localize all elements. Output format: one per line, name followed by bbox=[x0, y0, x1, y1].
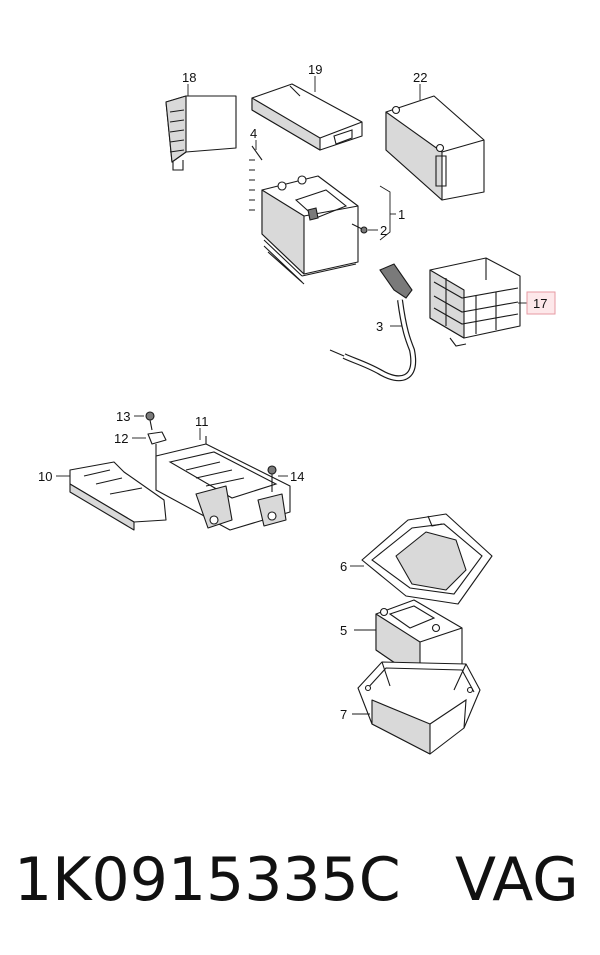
callout-19: 19 bbox=[308, 62, 322, 77]
part-10-trim-panel bbox=[69, 461, 167, 531]
brand-label: VAG bbox=[455, 845, 579, 915]
callout-1: 1 bbox=[398, 207, 405, 222]
callout-10: 10 bbox=[38, 469, 52, 484]
part-6-gasket bbox=[361, 513, 493, 605]
callout-17: 17 bbox=[533, 296, 547, 311]
footer: 1K0915335C VAG bbox=[0, 835, 600, 925]
callout-17-highlight bbox=[526, 291, 556, 315]
callout-22: 22 bbox=[413, 70, 427, 85]
part-1-battery-assembly bbox=[261, 175, 359, 285]
callout-13: 13 bbox=[116, 409, 130, 424]
callout-4: 4 bbox=[250, 126, 257, 141]
part-7-battery-box bbox=[357, 661, 481, 755]
part-18-insulation-sleeve bbox=[165, 95, 237, 171]
callout-7: 7 bbox=[340, 707, 347, 722]
part-4-vent-hose bbox=[249, 145, 263, 228]
callout-5: 5 bbox=[340, 623, 347, 638]
part-2-bolt bbox=[351, 223, 368, 234]
part-number: 1K0915335C bbox=[14, 845, 401, 915]
part-11-battery-tray bbox=[155, 436, 291, 531]
part-13-screw bbox=[145, 411, 155, 431]
callout-2: 2 bbox=[380, 223, 387, 238]
part-22-battery bbox=[385, 95, 485, 201]
callout-14: 14 bbox=[290, 469, 304, 484]
callout-18: 18 bbox=[182, 70, 196, 85]
part-19-battery-cover bbox=[251, 83, 363, 151]
part-3-ground-cable bbox=[329, 263, 417, 382]
callout-11: 11 bbox=[195, 414, 209, 429]
callout-6: 6 bbox=[340, 559, 347, 574]
part-14-bolt bbox=[267, 465, 277, 492]
callout-12: 12 bbox=[114, 431, 128, 446]
part-17-heat-shield bbox=[429, 257, 521, 347]
callout-3: 3 bbox=[376, 319, 383, 334]
